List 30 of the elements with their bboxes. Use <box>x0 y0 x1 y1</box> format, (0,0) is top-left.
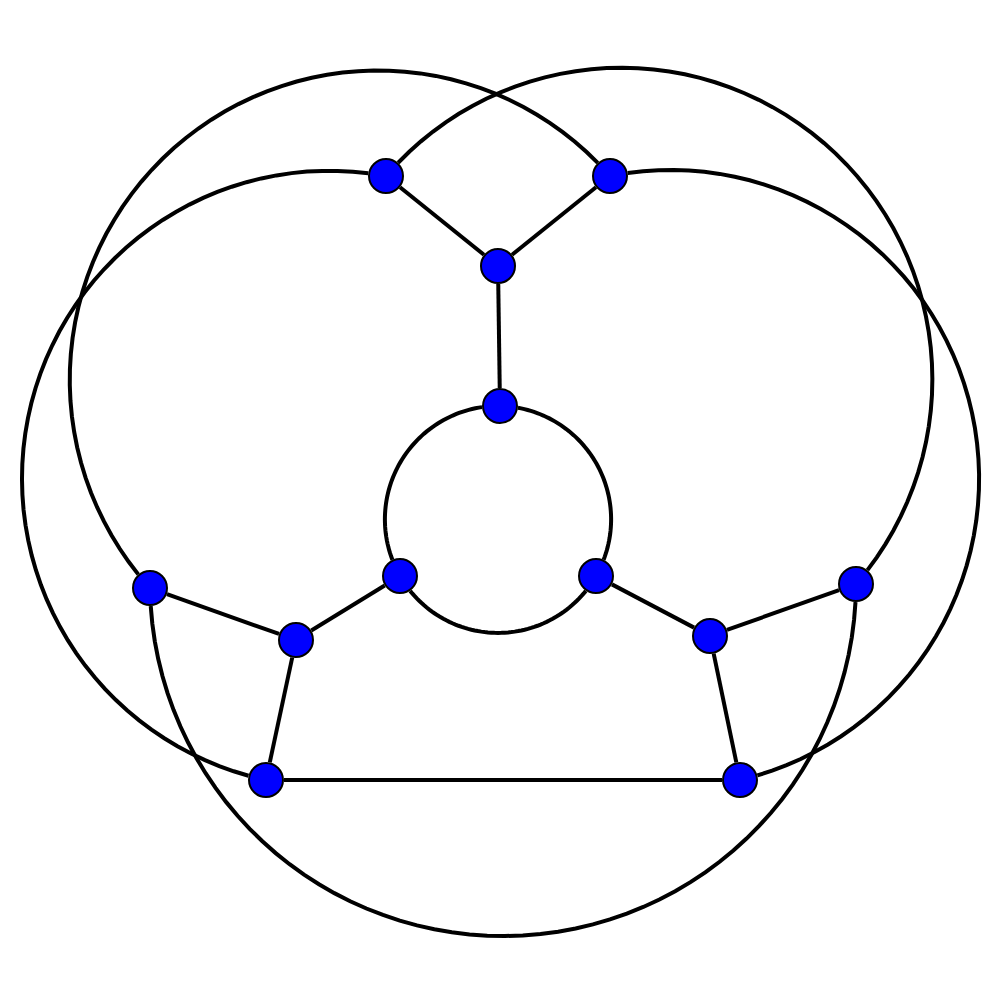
edge-line <box>310 583 386 633</box>
graph-vertex <box>248 762 284 798</box>
graph-vertex <box>482 388 518 424</box>
edge-line <box>496 283 502 389</box>
graph-vertex <box>368 158 404 194</box>
edge-arc <box>382 405 483 561</box>
graph-vertex <box>692 618 728 654</box>
edge-arc <box>67 68 600 576</box>
edge-line <box>711 653 739 763</box>
edge-line <box>284 778 722 782</box>
graph-vertex <box>722 762 758 798</box>
edge-line <box>398 185 486 257</box>
edge-line <box>611 582 695 630</box>
graph-vertex <box>480 248 516 284</box>
graph-vertex <box>382 558 418 594</box>
graph-vertex <box>278 622 314 658</box>
edge-line <box>267 657 295 763</box>
edge-line <box>726 588 840 632</box>
edge-arc <box>20 168 369 778</box>
graph-vertex <box>838 566 874 602</box>
edge-arc <box>148 601 858 938</box>
edge-arc <box>396 65 935 572</box>
edge-arc <box>627 168 982 778</box>
edge-arc <box>408 589 588 635</box>
graph-vertex <box>132 570 168 606</box>
graph-vertex <box>578 558 614 594</box>
edge-arc <box>517 405 614 561</box>
edge-line <box>510 185 598 257</box>
graph-vertex <box>592 158 628 194</box>
edge-line <box>166 592 280 636</box>
